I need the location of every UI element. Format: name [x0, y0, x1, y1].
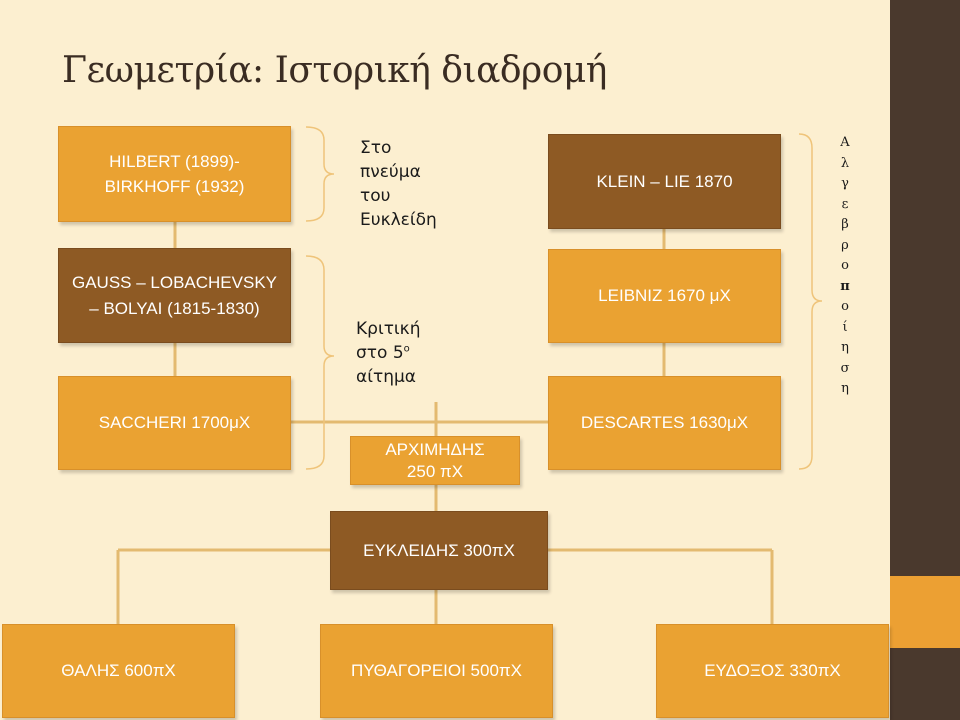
- note-critique-line: Κριτική: [356, 319, 421, 339]
- note-critique: Κριτική στο 5ο αίτημα: [356, 317, 420, 389]
- note-critique-line: αίτημα: [356, 367, 416, 388]
- vertical-letter: ρ: [841, 237, 849, 253]
- box-leibniz: LEIBNIZ 1670 μΧ: [548, 249, 781, 343]
- vertical-letter: β: [841, 217, 849, 232]
- box-gauss: GAUSS – LOBACHEVSKY – BOLYAI (1815-1830): [58, 248, 291, 343]
- vertical-letter: γ: [841, 176, 849, 191]
- vertical-letter: σ: [840, 360, 850, 376]
- note-critique-line: στο 5ο: [356, 341, 420, 365]
- vertical-letter: ο: [841, 258, 849, 273]
- box-descartes: DESCARTES 1630μΧ: [548, 376, 781, 470]
- note-euclid-spirit-line: πνεύμα: [360, 162, 421, 183]
- slide-title: Γεωμετρία: Ιστορική διαδρομή: [62, 50, 607, 91]
- connector-lines: [116, 126, 823, 624]
- vertical-letter: λ: [840, 155, 850, 171]
- brace-algebraization: [798, 133, 823, 470]
- slide-background: [0, 0, 890, 720]
- box-saccheri: SACCHERI 1700μΧ: [58, 376, 291, 470]
- box-archimedes: ΑΡΧΙΜΗΔΗΣ 250 πΧ: [350, 436, 520, 485]
- box-eudoxus: ΕΥΔΟΞΟΣ 330πΧ: [656, 624, 889, 718]
- note-euclid-spirit-line: του: [360, 186, 391, 207]
- brace-euclid-spirit: [305, 126, 335, 222]
- box-pythagoreans: ΠΥΘΑΓΟΡΕΙΟΙ 500πΧ: [320, 624, 553, 718]
- sidebar-dark-band-top: [890, 0, 960, 576]
- box-euclid: ΕΥΚΛΕΙΔΗΣ 300πΧ: [330, 511, 548, 590]
- note-critique-line-text: στο 5: [356, 343, 404, 364]
- note-euclid-spirit: Στο πνεύμα του Ευκλείδη: [360, 136, 437, 233]
- box-hilbert: HILBERT (1899)-BIRKHOFF (1932): [58, 126, 291, 222]
- vertical-letter: π: [840, 278, 850, 294]
- vertical-letter: ε: [841, 196, 849, 212]
- box-klein: KLEIN – LIE 1870: [548, 134, 781, 229]
- brace-critique: [305, 255, 335, 470]
- archimedes-date: 250 πΧ: [406, 461, 464, 481]
- archimedes-name: ΑΡΧΙΜΗΔΗΣ: [385, 440, 485, 460]
- sidebar-orange-band: [890, 576, 960, 648]
- vertical-letter: η: [841, 340, 849, 355]
- box-thales: ΘΑΛΗΣ 600πΧ: [2, 624, 235, 718]
- sidebar-dark-band-bottom: [890, 648, 960, 720]
- vertical-letter: ο: [841, 299, 849, 314]
- vertical-letter: Α: [840, 135, 850, 150]
- note-critique-superscript: ο: [403, 343, 410, 355]
- vertical-note-algebraization: Α λ γ ε β ρ ο π ο ί η σ η: [838, 133, 852, 400]
- vertical-letter: ί: [842, 319, 848, 335]
- note-euclid-spirit-line: Ευκλείδη: [360, 210, 437, 231]
- vertical-letter: η: [841, 381, 849, 396]
- note-euclid-spirit-line: Στο: [360, 138, 392, 158]
